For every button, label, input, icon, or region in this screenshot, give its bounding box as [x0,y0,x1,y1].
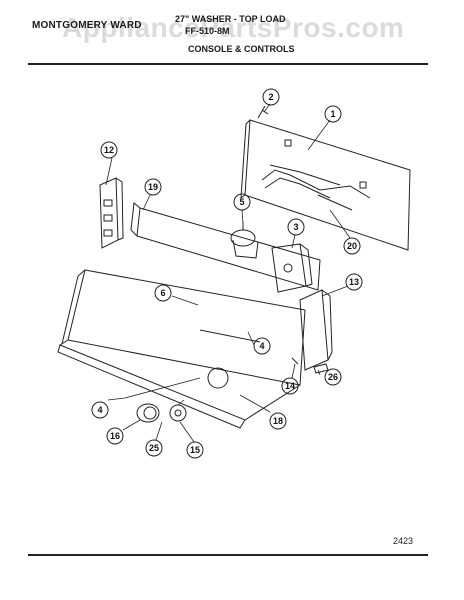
header-model: FF-510-8M [185,26,230,36]
part-end-bracket [299,289,333,371]
callout-13: 13 [349,277,359,287]
part-timer-switch [230,222,259,259]
part-clip [313,363,329,374]
header-rule [28,63,428,65]
leader-lines [105,103,351,443]
callout-18: 18 [273,416,283,426]
part-dial [169,404,187,422]
part-console-plate [130,202,321,291]
header-title: 27" WASHER - TOP LOAD [175,14,286,24]
callout-1: 1 [330,109,335,119]
callout-14: 14 [285,381,295,391]
callout-4-lower: 4 [97,405,102,415]
callout-circles [91,88,363,459]
callout-15: 15 [190,445,200,455]
callout-16: 16 [110,431,120,441]
callout-6: 6 [160,288,165,298]
callout-25: 25 [149,443,159,453]
callout-20: 20 [347,241,357,251]
callout-labels: 1 2 12 19 5 3 20 13 6 4 14 26 4 18 16 25… [97,92,359,455]
header-brand: MONTGOMERY WARD [32,20,142,31]
callout-4-upper: 4 [259,341,264,351]
callout-12: 12 [104,145,114,155]
header-section: CONSOLE & CONTROLS [188,44,295,54]
part-knob [136,403,160,423]
callout-26: 26 [328,372,338,382]
part-screw [257,105,269,119]
part-rear-panel [240,119,411,251]
watermark: AppliancePartsPros.com [62,12,405,43]
part-side-bracket [99,177,124,249]
diagram-number: 2423 [393,536,414,546]
callout-3: 3 [293,222,298,232]
footer-rule [28,554,428,556]
part-control-switch [271,243,313,293]
part-small-screw [291,357,299,365]
part-console-front [57,269,306,429]
callout-19: 19 [148,182,158,192]
callout-5: 5 [239,197,244,207]
callout-2: 2 [268,92,273,102]
